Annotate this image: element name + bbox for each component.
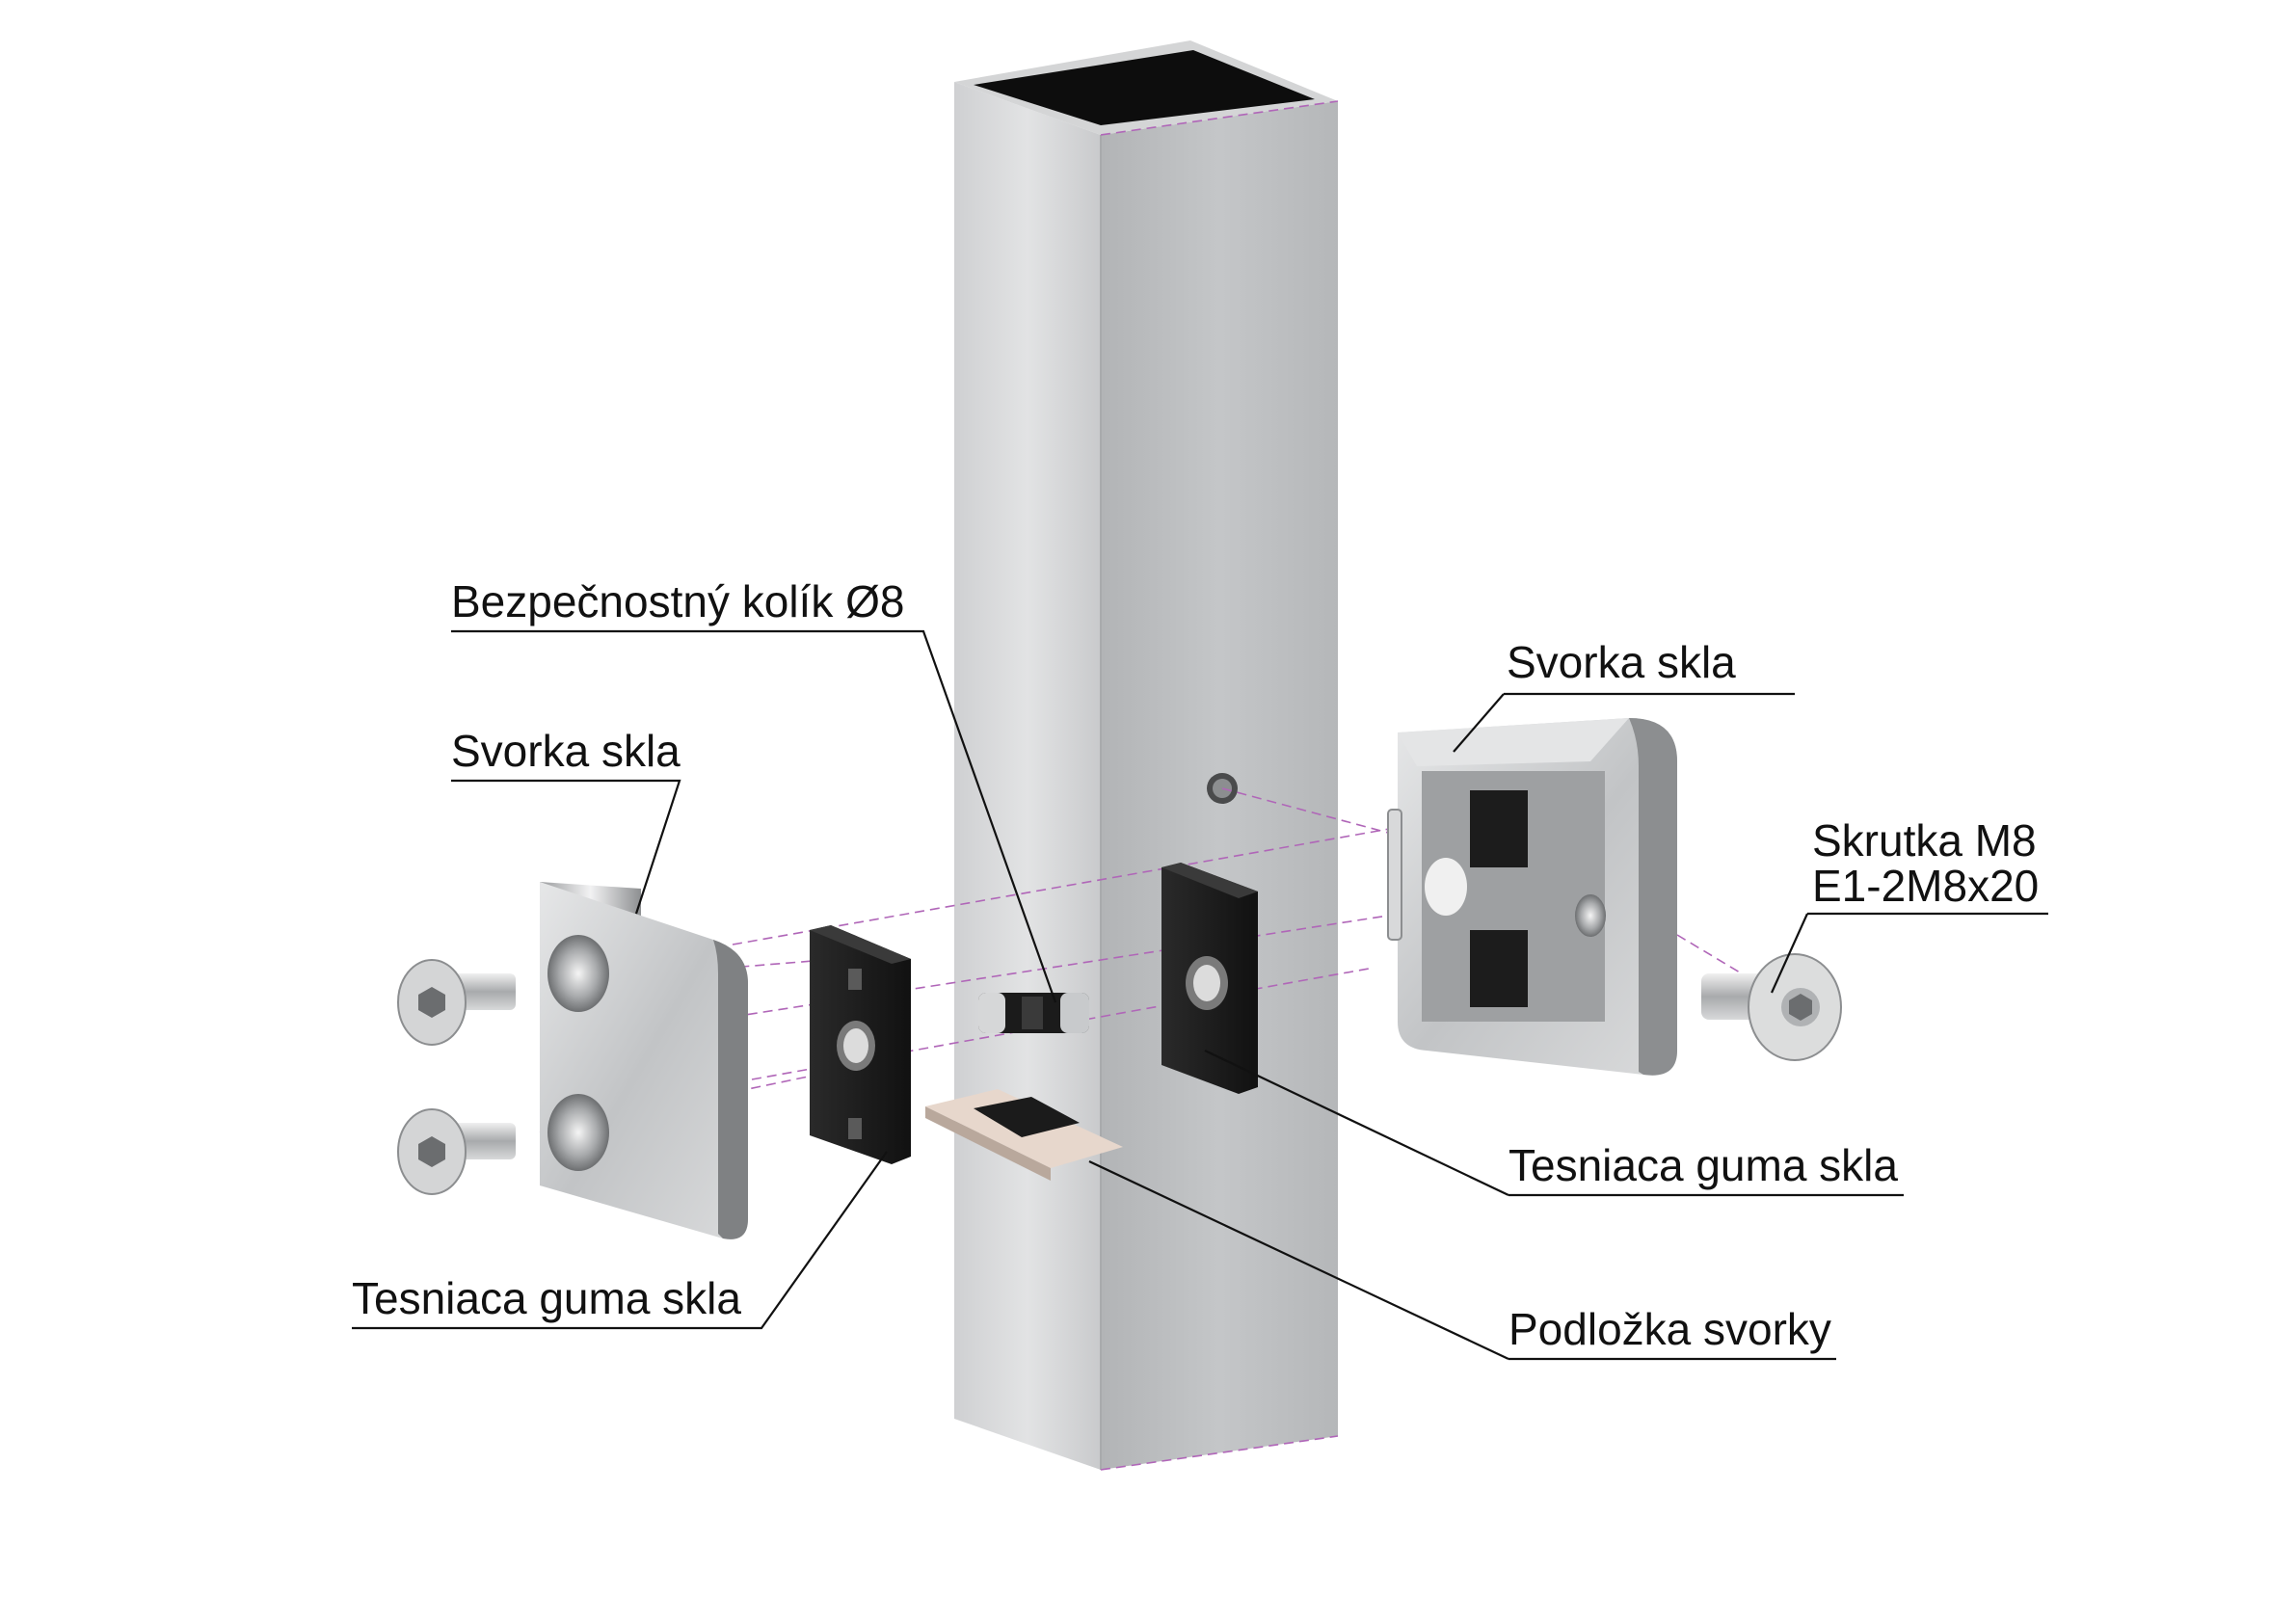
label-right-rubber-gasket: Tesniaca guma skla <box>1508 1140 1898 1190</box>
right-glass-clamp <box>1387 718 1677 1076</box>
left-clamp-hole-upper <box>547 935 609 1012</box>
left-clamp-hole-lower <box>547 1094 609 1171</box>
countersunk-screw-upper <box>397 959 516 1046</box>
label-right-glass-clamp: Svorka skla <box>1507 637 1736 687</box>
square-post <box>954 40 1338 1470</box>
label-screw-size: Skrutka M8 <box>1812 815 2037 865</box>
countersunk-screw-lower <box>397 1108 516 1195</box>
post-top-opening <box>974 50 1315 125</box>
clamp-base-plate <box>925 1089 1123 1181</box>
left-glass-clamp <box>540 882 748 1239</box>
post-front-face <box>954 82 1101 1470</box>
callout-leaders <box>352 629 2048 1361</box>
right-rubber-gasket <box>1161 863 1258 1094</box>
safety-pin <box>978 993 1089 1033</box>
label-left-rubber-gasket: Tesniaca guma skla <box>352 1273 741 1323</box>
label-safety-pin: Bezpečnostný kolík Ø8 <box>451 576 904 626</box>
label-screw-code: E1-2M8x20 <box>1812 861 2039 911</box>
left-rubber-gasket <box>810 925 911 1164</box>
label-left-glass-clamp: Svorka skla <box>451 726 681 776</box>
label-clamp-base-plate: Podložka svorky <box>1508 1304 1831 1354</box>
button-head-screw <box>1701 953 1842 1061</box>
